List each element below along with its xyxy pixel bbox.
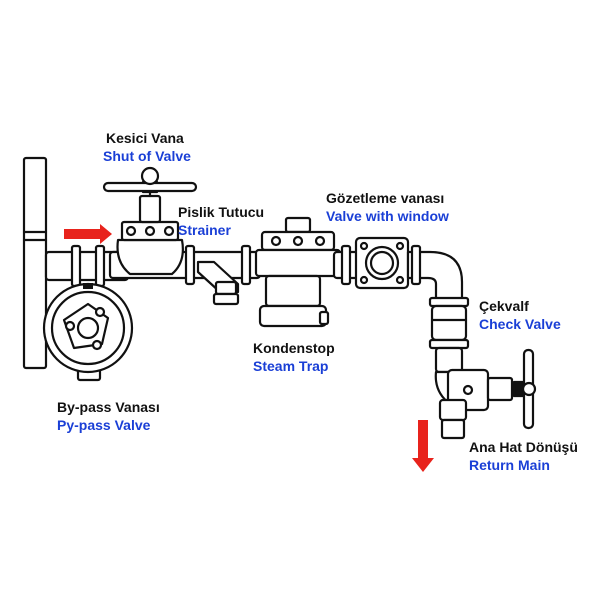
check-valve-label-en: Check Valve	[479, 316, 561, 332]
return-main-label-en: Return Main	[469, 457, 550, 473]
bypass-valve-label-en: Py-pass Valve	[57, 417, 151, 433]
bypass-valve	[42, 282, 134, 382]
handwheel-icon	[102, 166, 198, 193]
sight-glass-label-tr: Gözetleme vanası	[326, 190, 445, 206]
return-main-label-tr: Ana Hat Dönüşü	[469, 439, 578, 455]
check-valve-label-tr: Çekvalf	[479, 298, 529, 314]
sight-glass-valve	[354, 236, 410, 290]
steam-trap-label-en: Steam Trap	[253, 358, 329, 374]
return-valve	[434, 348, 537, 440]
shut-off-valve	[102, 166, 198, 276]
shut-off-valve-label-en: Shut of Valve	[103, 148, 191, 164]
return-flow-arrow	[412, 420, 434, 472]
shut-off-valve-label-tr: Kesici Vana	[106, 130, 184, 146]
sight-glass-label-en: Valve with window	[326, 208, 449, 224]
steam-trap-label-tr: Kondenstop	[253, 340, 335, 356]
check-valve	[428, 304, 470, 374]
header-pipe	[22, 156, 48, 370]
strainer-label-tr: Pislik Tutucu	[178, 204, 265, 220]
strainer-label-en: Strainer	[178, 222, 231, 238]
elbow-pipe	[406, 244, 470, 308]
bypass-valve-label-tr: By-pass Vanası	[57, 399, 160, 415]
inlet-flow-arrow	[64, 224, 112, 244]
steam-trap	[254, 216, 342, 328]
main-pipe-2	[332, 244, 362, 286]
strainer	[196, 260, 240, 306]
